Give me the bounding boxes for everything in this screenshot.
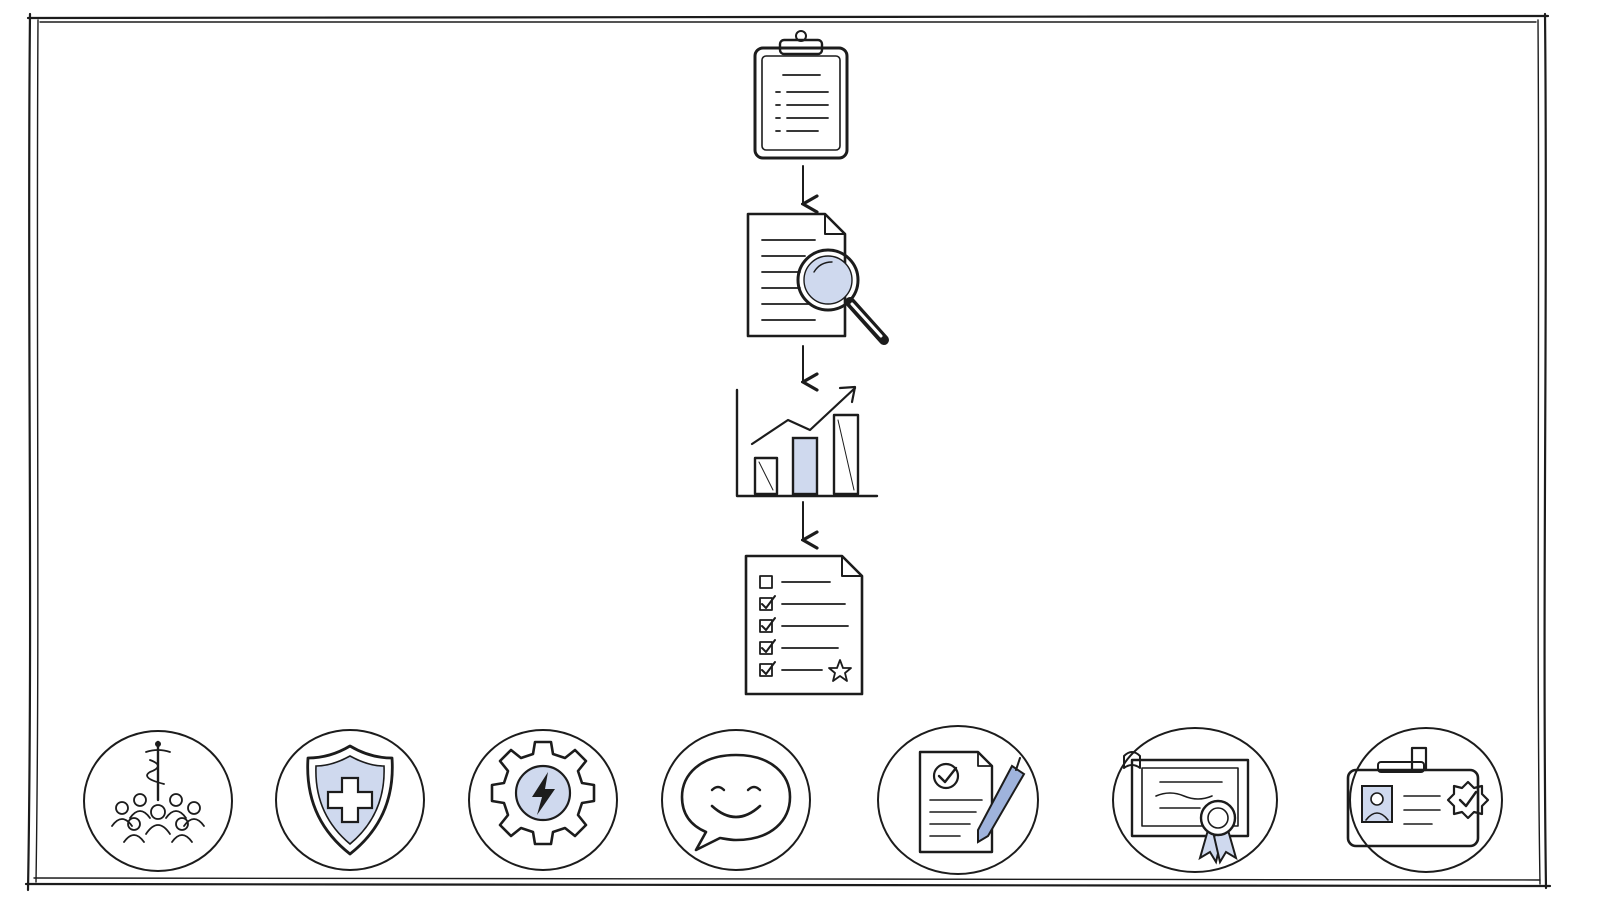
checklist-document-icon — [744, 554, 864, 696]
verified-id-badge-icon — [1346, 727, 1503, 873]
certificate-icon — [1112, 727, 1278, 873]
medical-team-icon — [83, 730, 233, 872]
smiley-speech-bubble-icon — [661, 729, 811, 871]
gear-lightning-icon — [468, 729, 618, 871]
health-shield-icon — [275, 729, 425, 871]
growth-bar-chart-icon — [735, 385, 879, 498]
clipboard-icon — [753, 30, 849, 160]
signed-document-icon — [877, 725, 1039, 875]
sketch-frame — [24, 12, 1552, 892]
document-search-icon — [746, 212, 889, 345]
